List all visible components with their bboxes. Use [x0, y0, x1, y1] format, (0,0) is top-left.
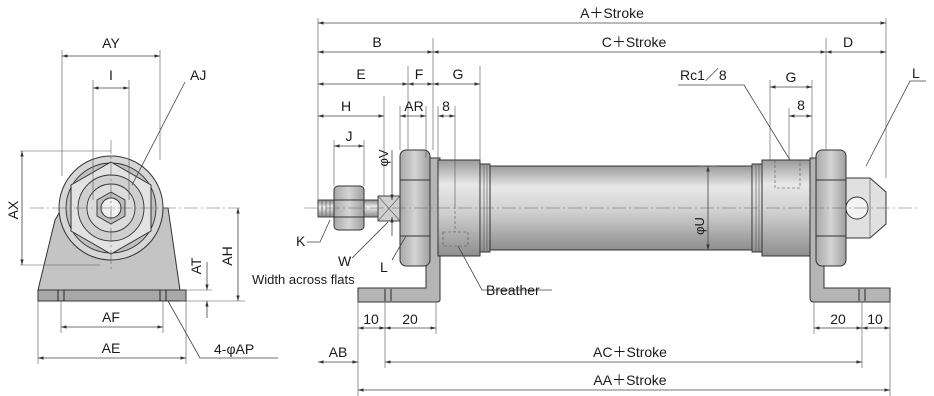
end-view: [30, 140, 240, 302]
label-e: E: [356, 66, 365, 82]
label-width-across-flats: Width across flats: [252, 272, 355, 287]
label-h: H: [341, 98, 351, 114]
end-view-foot-plate: [37, 289, 187, 302]
label-f: F: [415, 66, 424, 82]
side-view: [304, 149, 918, 303]
label-w: W: [338, 253, 352, 269]
label-j: J: [346, 128, 353, 144]
label-10-right: 10: [867, 311, 883, 327]
label-k: K: [296, 233, 306, 249]
label-l-top: L: [912, 65, 920, 81]
label-ay: AY: [102, 35, 120, 51]
label-8-right: 8: [797, 97, 805, 113]
label-i: I: [109, 67, 113, 83]
label-ap: 4-φAP: [214, 341, 254, 357]
label-c-stroke: C＋Stroke: [602, 34, 667, 50]
label-at: AT: [188, 257, 204, 274]
label-aa-stroke: AA＋Stroke: [593, 372, 666, 388]
label-phi-v: φV: [376, 149, 391, 166]
left-foot-bracket: [357, 157, 441, 303]
label-ax: AX: [5, 200, 21, 219]
label-ah: AH: [219, 246, 235, 265]
label-ar: AR: [404, 98, 423, 114]
label-phi-u: φU: [692, 217, 707, 235]
label-10-left: 10: [363, 311, 379, 327]
label-8-left: 8: [442, 98, 450, 114]
label-g-left: G: [453, 66, 464, 82]
label-ac-stroke: AC＋Stroke: [593, 344, 667, 360]
label-af: AF: [102, 309, 120, 325]
side-view-dimensions: A＋Stroke B C＋Stroke D E F G G Rc1／8 L H: [252, 5, 926, 396]
label-a-stroke: A＋Stroke: [580, 5, 644, 21]
label-g-right: G: [786, 69, 797, 85]
label-rc: Rc1／8: [680, 67, 727, 83]
label-ab: AB: [329, 344, 348, 360]
label-b: B: [372, 34, 381, 50]
end-view-dimensions: AY I AJ AX AH AT AF AE 4-φAP: [5, 35, 278, 364]
label-l-mid: L: [380, 259, 388, 275]
label-d: D: [843, 34, 853, 50]
label-20-right: 20: [830, 311, 846, 327]
label-ae: AE: [102, 340, 121, 356]
label-20-left: 20: [402, 311, 418, 327]
label-aj: AJ: [190, 67, 206, 83]
label-breather: Breather: [486, 282, 540, 298]
